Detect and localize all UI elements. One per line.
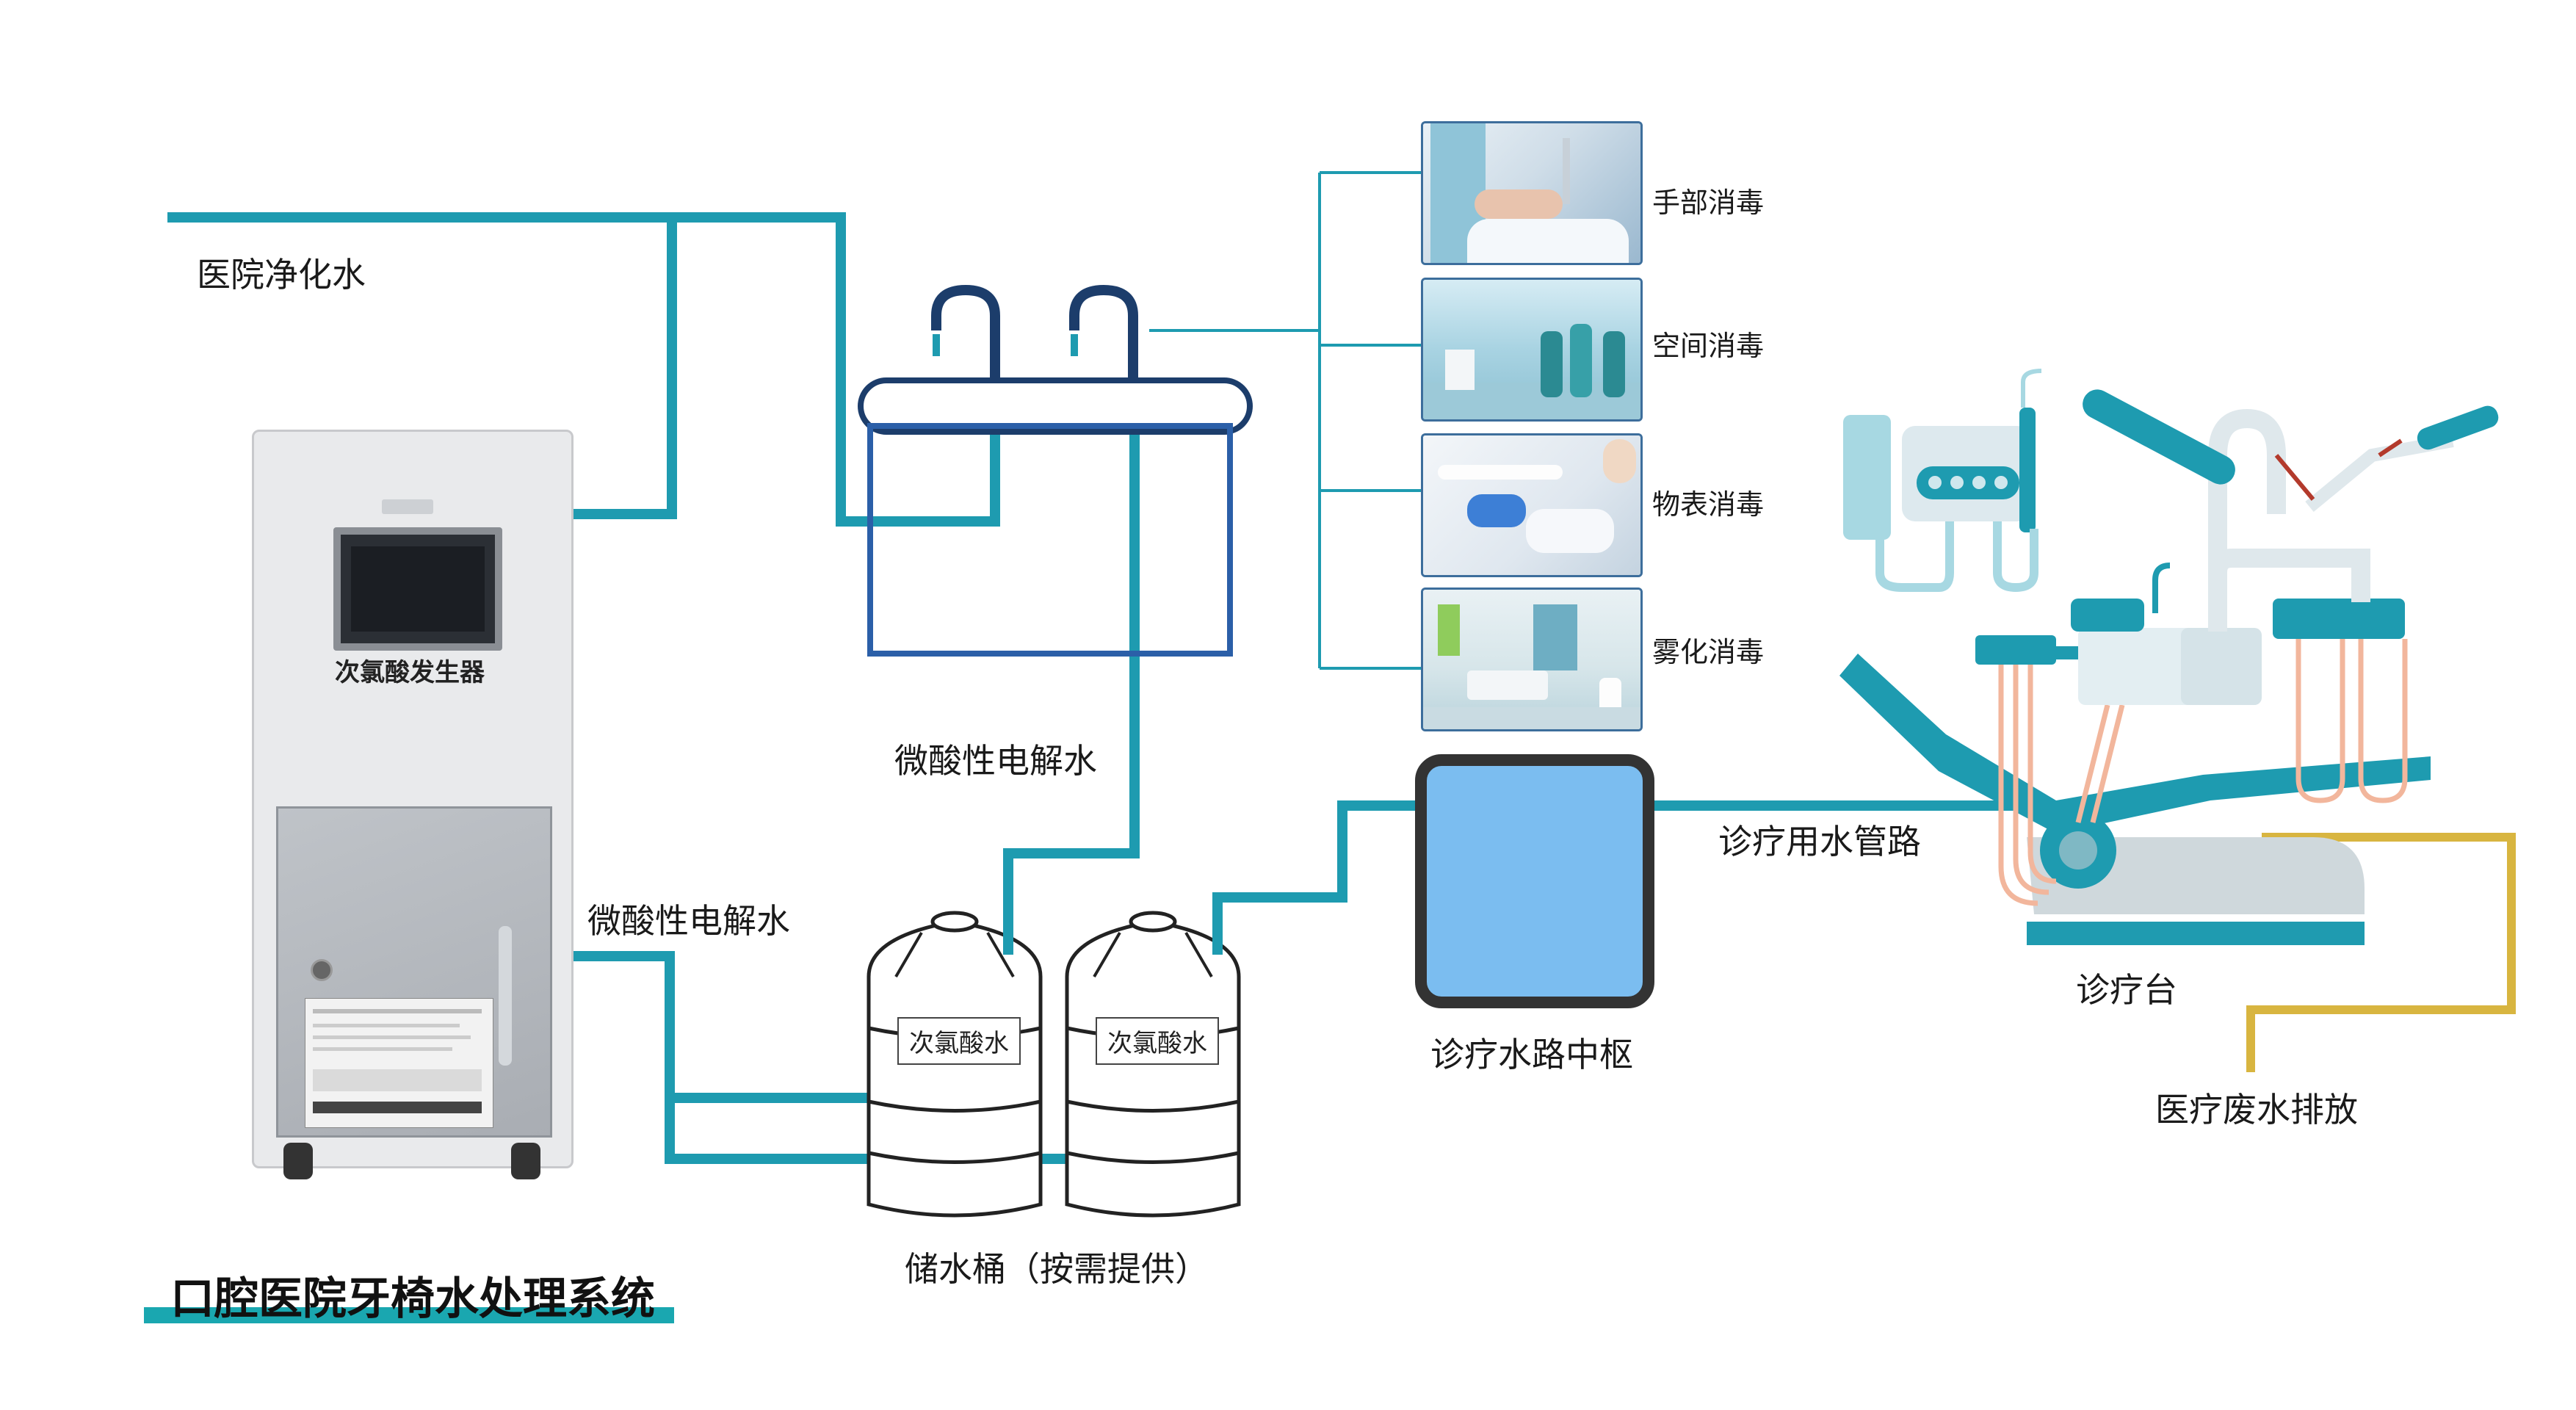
door-sight-window [499,926,512,1066]
caster-left [283,1143,313,1179]
basin-icon [858,284,1253,657]
label-storage-tank: 储水桶（按需提供） [905,1249,1209,1289]
caster-right [511,1143,540,1179]
photo-surface-disinfection [1421,433,1643,577]
pipe-generator-out [569,951,874,1103]
hypochlorous-generator: 次氯酸发生器 [252,430,574,1179]
generator-label: 次氯酸发生器 [335,658,485,687]
pipe-tank-to-hub [1212,800,1421,955]
label-waste-discharge: 医疗废水排放 [2155,1090,2358,1129]
label-hand-disinfection: 手部消毒 [1652,187,1765,219]
generator-door[interactable] [276,806,552,1138]
water-hub-box [1415,754,1654,1008]
storage-tank-1 [866,911,1043,1218]
photo-space-disinfection [1421,278,1643,422]
page-title: 口腔医院牙椅水处理系统 [170,1273,655,1325]
instruction-panel [305,998,493,1128]
title-bar [144,1307,674,1323]
storage-tank-2 [1065,911,1241,1218]
photo-mist-disinfection [1421,588,1643,731]
label-dental-unit: 诊疗台 [2076,970,2177,1010]
label-hospital-water: 医院净化水 [197,255,366,294]
label-pipeline: 诊疗用水管路 [1718,822,1921,861]
label-weak-acid-center: 微酸性电解水 [894,741,1097,781]
tank-label-1: 次氯酸水 [897,1017,1021,1065]
pipe-basin-to-tank [1003,397,1140,955]
label-surface-disinfection: 物表消毒 [1652,488,1765,521]
touch-screen[interactable] [333,527,502,651]
label-weak-acid-left: 微酸性电解水 [587,901,790,941]
label-mist-disinfection: 雾化消毒 [1652,636,1765,668]
pipe-waste [2246,833,2516,1072]
tank-label-2: 次氯酸水 [1096,1017,1219,1065]
label-space-disinfection: 空间消毒 [1652,330,1765,362]
generator-logo [382,499,433,514]
pipe-to-generator [569,217,677,519]
pipe-generator-out-2 [665,1098,874,1164]
door-lock-icon[interactable] [311,959,333,981]
label-water-hub: 诊疗水路中枢 [1430,1035,1633,1074]
photo-hand-disinfection [1421,121,1643,265]
pipe-basin-feed [841,397,1000,527]
dental-chair-illustration [1839,369,2499,945]
